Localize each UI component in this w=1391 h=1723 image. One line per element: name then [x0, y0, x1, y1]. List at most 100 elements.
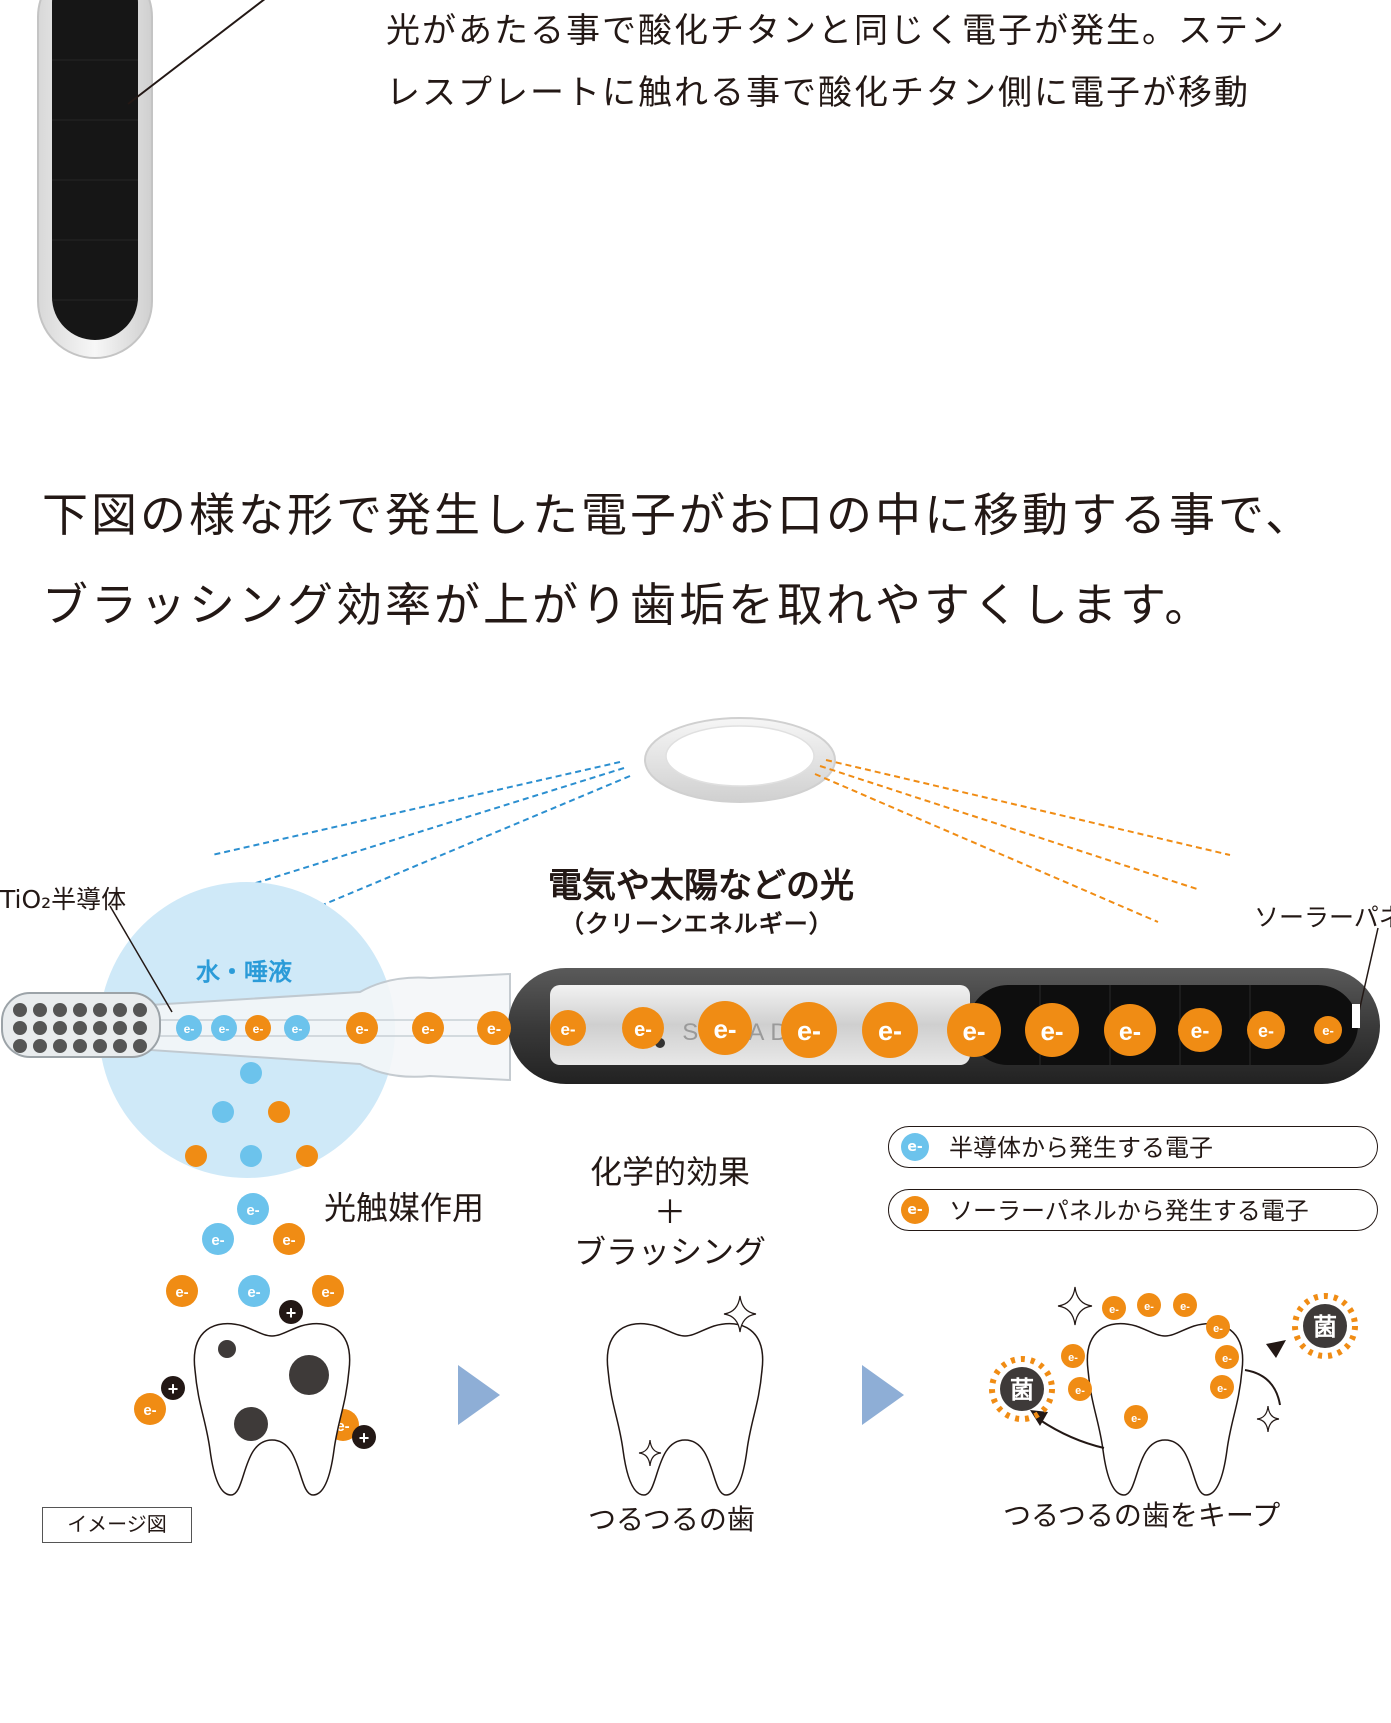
electron-orange: e- [1215, 1345, 1239, 1369]
svg-text:e-: e- [321, 1284, 334, 1301]
svg-text:e-: e- [211, 1232, 224, 1249]
electron-orange: e- [346, 1012, 378, 1044]
solar-panel-marker [1352, 1004, 1360, 1028]
svg-text:e-: e- [421, 1021, 434, 1038]
electron-blue: e- [176, 1015, 202, 1041]
light-rays-blue [211, 761, 631, 923]
svg-text:e-: e- [560, 1020, 575, 1039]
electron-orange: e- [1314, 1016, 1342, 1044]
electron-orange: e- [1178, 1008, 1222, 1052]
step-arrow-1 [458, 1365, 500, 1425]
keep-smooth-label: つるつるの歯をキープ [1003, 1499, 1281, 1532]
svg-text:菌: 菌 [1010, 1376, 1034, 1404]
top-paragraph-line2: レスプレートに触れる事で酸化チタン側に電子が移動 [386, 73, 1250, 113]
electron-orange: e- [273, 1223, 305, 1255]
protected-electrons: e- e- e- e- e- e- e- e- e- [1061, 1293, 1239, 1429]
svg-text:e-: e- [1109, 1304, 1119, 1316]
svg-text:e-: e- [1180, 1301, 1190, 1313]
electron-orange: e- [1137, 1293, 1161, 1317]
svg-text:+: + [168, 1379, 179, 1399]
bacteria-left: 菌 [989, 1356, 1055, 1422]
light-rays-orange [814, 759, 1231, 923]
electron-blue: e- [237, 1193, 269, 1225]
svg-text:e-: e- [355, 1021, 368, 1038]
electron-orange: e- [947, 1003, 1001, 1057]
electron-orange: e- [1102, 1296, 1126, 1320]
bacteria-right: 菌 [1292, 1293, 1358, 1359]
image-tag: イメージ図 [42, 1507, 192, 1543]
positive-charges: + + + [161, 1300, 376, 1449]
plus-charge: + [161, 1376, 185, 1400]
electron-orange: e- [412, 1012, 444, 1044]
electron-orange: e- [134, 1393, 166, 1425]
svg-text:e-: e- [1144, 1301, 1154, 1313]
svg-text:e-: e- [282, 1232, 295, 1249]
svg-text:+: + [359, 1428, 370, 1448]
electron-orange: e- [245, 1015, 271, 1041]
svg-text:e-: e- [1119, 1018, 1141, 1046]
photocatalysis-electrons: e- e- e- e- e- e- e- e- [134, 1193, 359, 1441]
top-paragraph-line1: 光があたる事で酸化チタンと同じく電子が発生。ステン [386, 11, 1286, 51]
brush-electrons: e- e- e- e- e- e- e- e- e- e- e- e- e- e… [176, 1001, 1342, 1058]
solar-panel-label: ソーラーパネル [1254, 903, 1391, 932]
electron-orange: e- [862, 1002, 918, 1058]
electron-blue: e- [238, 1275, 270, 1307]
electron-blue: e- [202, 1223, 234, 1255]
light-subtitle: （クリーンエネルギー） [560, 910, 834, 938]
electron-orange: e- [166, 1275, 198, 1307]
svg-text:e-: e- [184, 1022, 195, 1036]
svg-text:菌: 菌 [1313, 1313, 1337, 1341]
top-paragraph: 光があたる事で酸化チタンと同じく電子が発生。ステン レスプレートに触れる事で酸化… [386, 0, 1286, 124]
svg-text:e-: e- [1131, 1413, 1141, 1425]
tio2-pointer [109, 905, 173, 1013]
chemical-effect-label: 化学的効果 ＋ ブラッシング [570, 1152, 770, 1272]
svg-text:e-: e- [1068, 1352, 1078, 1364]
solar-pointer [1357, 927, 1379, 1017]
electron-orange: e- [698, 1001, 752, 1055]
legend-solar: e- ソーラーパネルから発生する電子 [888, 1189, 1378, 1231]
svg-text:e-: e- [292, 1022, 303, 1036]
svg-text:e-: e- [175, 1284, 188, 1301]
svg-text:e-: e- [1213, 1323, 1223, 1335]
electron-blue: e- [284, 1015, 310, 1041]
chem-line-3: ブラッシング [573, 1233, 766, 1271]
svg-text:e-: e- [143, 1402, 156, 1419]
headline-line1: 下図の様な形で発生した電子がお口の中に移動する事で、 [42, 488, 1315, 542]
svg-text:e-: e- [1191, 1020, 1210, 1043]
electron-orange: e- [550, 1010, 586, 1046]
tooth-smooth [606, 1295, 764, 1496]
electron-blue: e- [211, 1015, 237, 1041]
bristle-dots [13, 1003, 147, 1053]
electron-orange: e- [1025, 1003, 1079, 1057]
electron-orange: e- [622, 1007, 664, 1049]
electron-orange: e- [1210, 1375, 1234, 1399]
svg-text:e-: e- [1322, 1023, 1334, 1038]
legend-label-semiconductor: 半導体から発生する電子 [949, 1134, 1213, 1162]
headline-line2: ブラッシング効率が上がり歯垢を取れやすくします。 [42, 578, 1214, 632]
light-title: 電気や太陽などの光 [548, 866, 854, 906]
plus-charge: + [279, 1300, 303, 1324]
chem-line-2: ＋ [653, 1193, 686, 1231]
light-lamp [644, 717, 836, 803]
svg-text:e-: e- [1040, 1016, 1063, 1046]
svg-text:e-: e- [246, 1202, 259, 1219]
solar-tube-illustration [37, 0, 266, 359]
svg-text:e-: e- [634, 1019, 652, 1041]
svg-text:e-: e- [878, 1016, 902, 1046]
chem-line-1: 化学的効果 [589, 1153, 750, 1191]
electron-orange: e- [477, 1011, 511, 1045]
electron-orange: e- [1068, 1377, 1092, 1401]
water-label: 水・唾液 [196, 958, 292, 986]
svg-text:e-: e- [713, 1014, 736, 1044]
svg-text:+: + [286, 1303, 297, 1323]
svg-text:e-: e- [1222, 1353, 1232, 1365]
svg-text:e-: e- [1258, 1021, 1274, 1041]
tooth-protected [1030, 1286, 1286, 1496]
step-arrow-2 [862, 1365, 904, 1425]
electron-orange: e- [1247, 1011, 1285, 1049]
plus-charge: + [352, 1425, 376, 1449]
electron-orange: e- [781, 1002, 837, 1058]
svg-text:e-: e- [247, 1284, 260, 1301]
legend-semiconductor: e- 半導体から発生する電子 [888, 1126, 1378, 1168]
